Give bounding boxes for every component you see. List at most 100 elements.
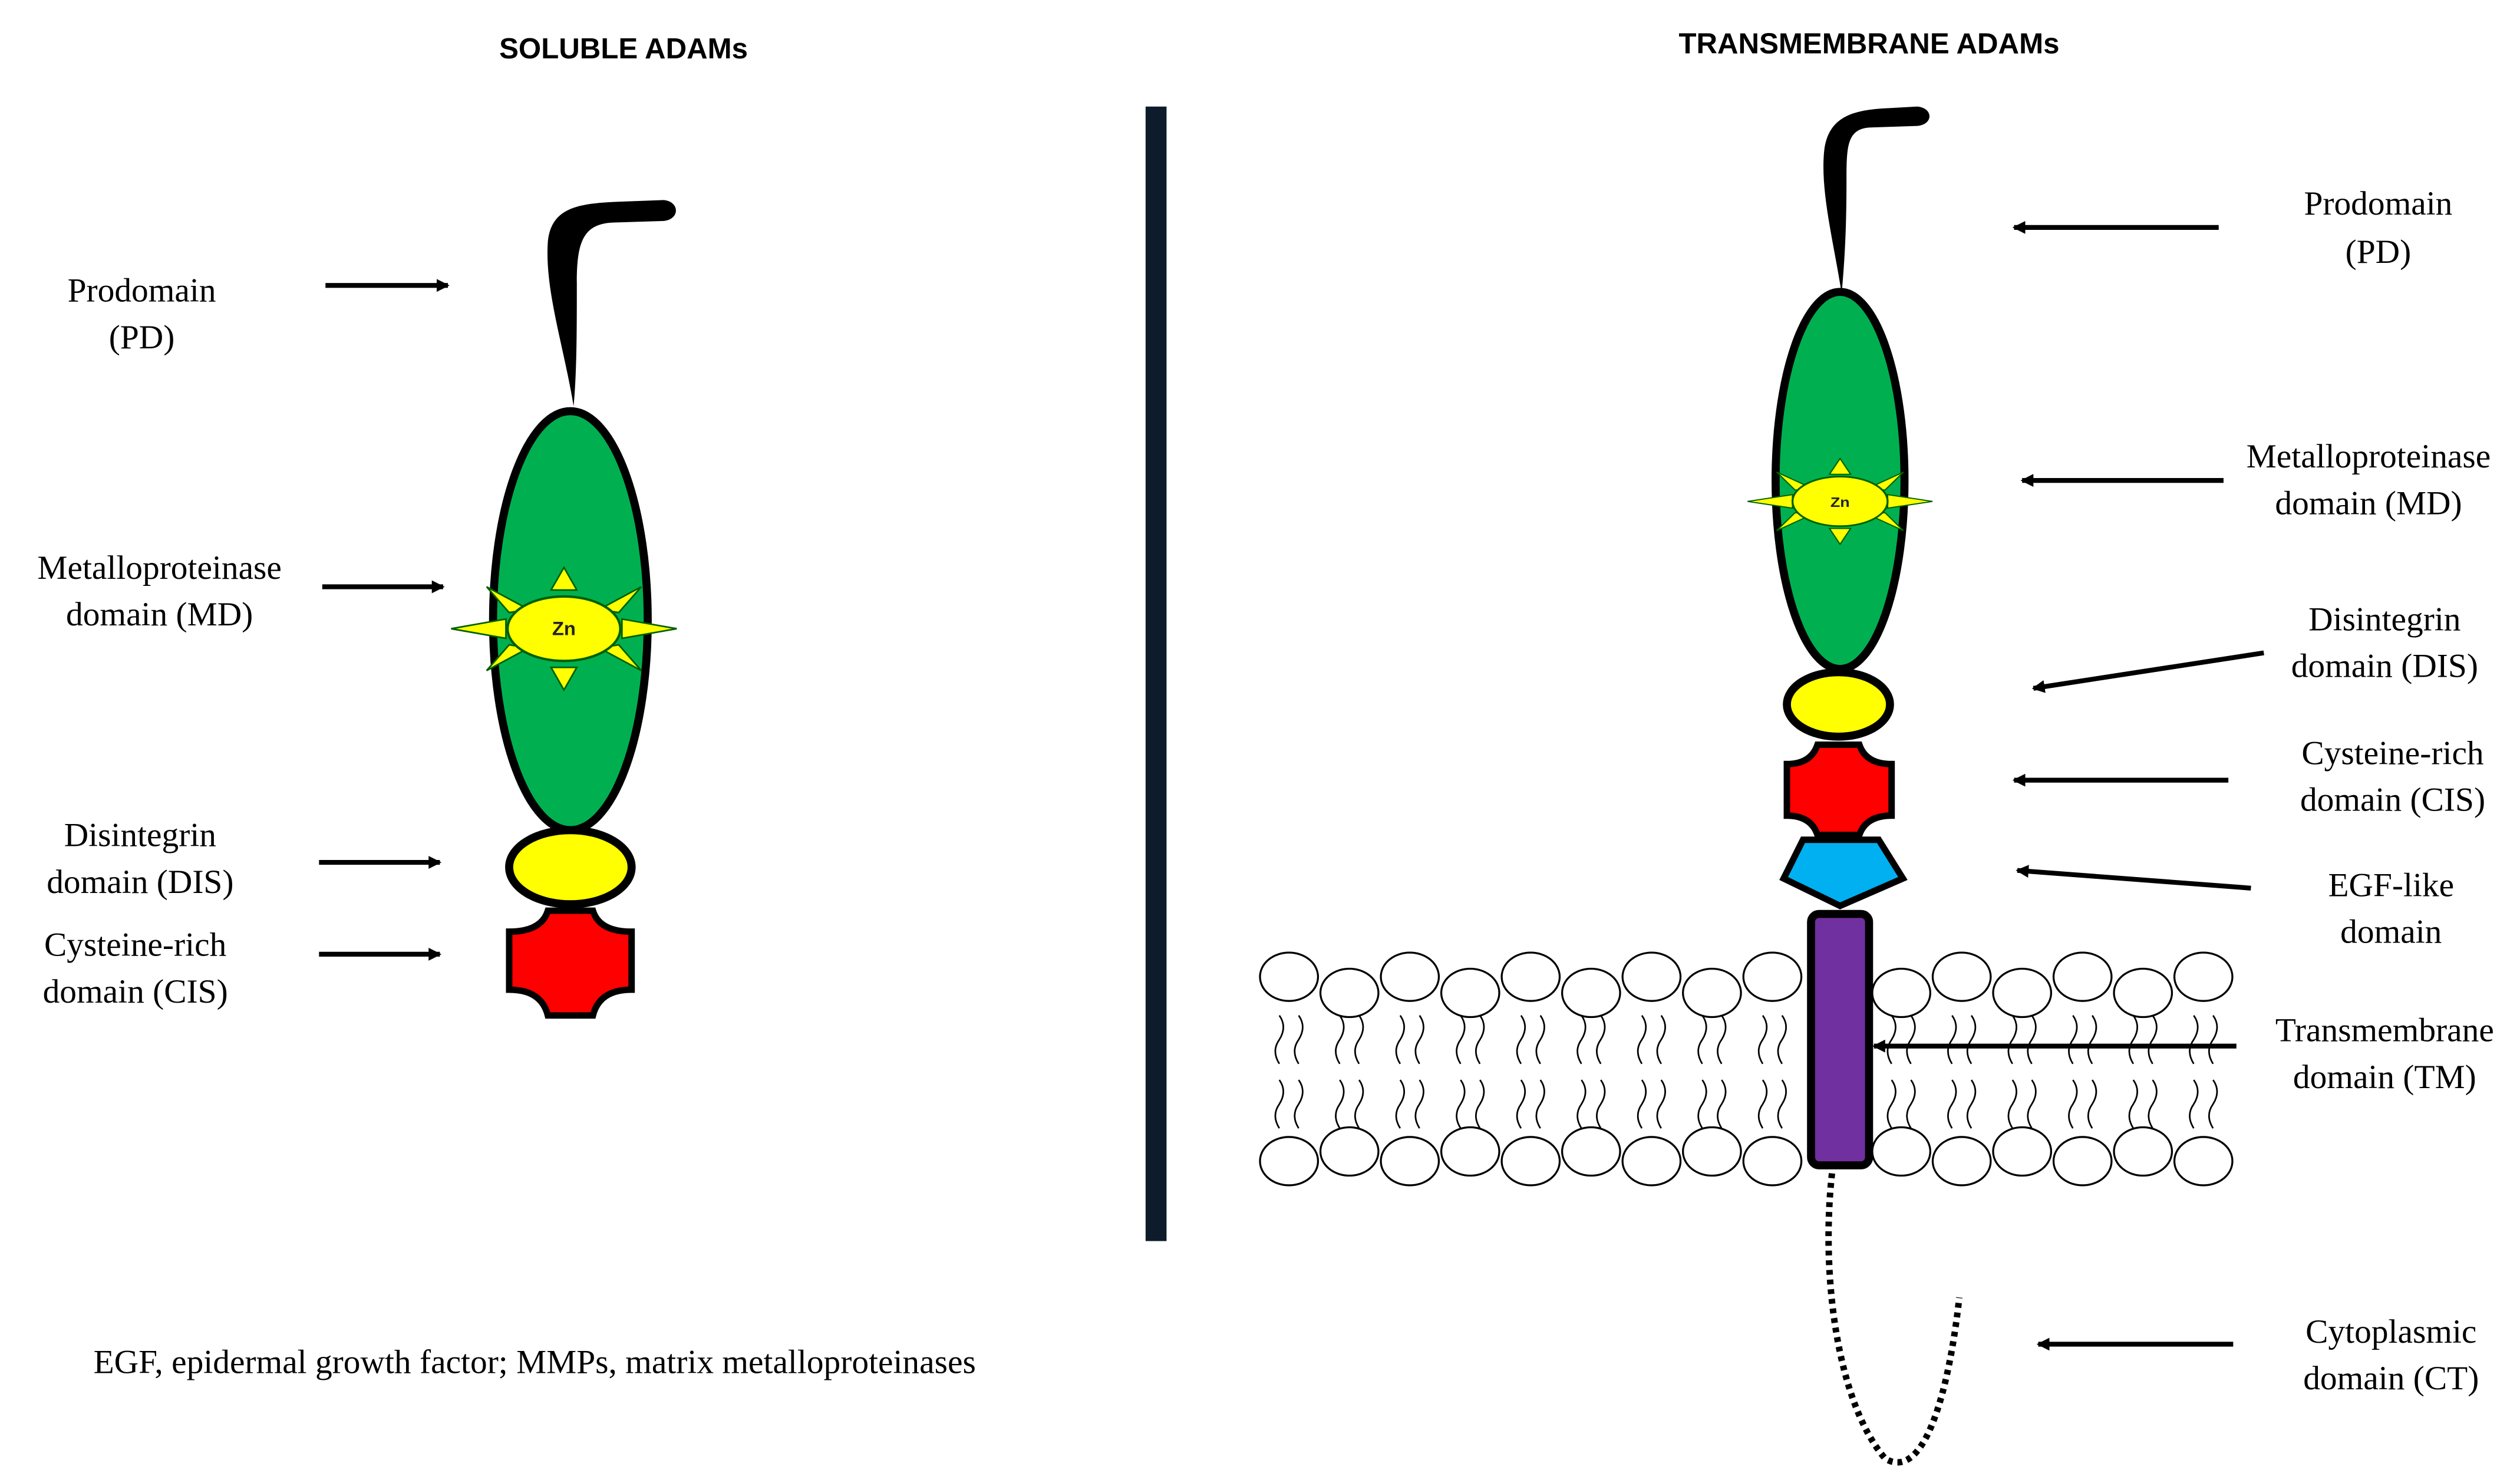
lipid-head-top <box>1561 967 1621 1019</box>
lipid-tail <box>2027 1014 2037 1065</box>
label-line: domain <box>2340 914 2442 951</box>
label-line: domain (MD) <box>66 596 253 633</box>
soluble-adam-molecule: Zn <box>450 200 678 1019</box>
lipid-head-bottom <box>1992 1126 2053 1177</box>
lipid-head-bottom <box>1380 1136 1440 1187</box>
lipid-tail <box>2189 1014 2199 1065</box>
transmembrane-adams-title: TRANSMEMBRANE ADAMs <box>1678 28 2059 60</box>
lipid-tail <box>1354 1014 1364 1065</box>
lipid-head-top <box>1259 951 1320 1002</box>
lipid-tail <box>2087 1014 2097 1065</box>
lipid-tail <box>2208 1079 2218 1129</box>
transmembrane-domain-shape <box>1807 909 1873 1169</box>
lipid-tail <box>1757 1079 1768 1129</box>
transmembrane-adam-molecule: Zn <box>1747 106 1962 1466</box>
lipid-tail <box>1656 1079 1666 1129</box>
lipid-tail <box>1947 1079 1957 1129</box>
lipid-head-bottom <box>1742 1136 1803 1187</box>
label-line: Prodomain <box>2304 185 2452 222</box>
soluble-adams-title: SOLUBLE ADAMs <box>499 32 748 65</box>
lipid-tail <box>1354 1079 1364 1129</box>
lipid-tail <box>1906 1079 1916 1129</box>
lipid-head-bottom <box>2173 1136 2234 1187</box>
lipid-head-top <box>1380 951 1440 1002</box>
right-label-prodomain: Prodomain (PD) <box>2012 185 2452 271</box>
arrow <box>2016 865 2251 891</box>
lipid-tail <box>1697 1014 1707 1065</box>
label-line: domain (MD) <box>2275 485 2462 522</box>
lipid-tail <box>1886 1014 1896 1065</box>
lipid-head-top <box>1440 967 1500 1019</box>
lipid-tail <box>2189 1079 2199 1129</box>
left-label-disintegrin: Disintegrin domain (DIS) <box>47 817 442 901</box>
label-line: (PD) <box>2346 233 2412 271</box>
zinc-icon: Zn <box>1747 457 1934 545</box>
lipid-head-bottom <box>1871 1126 1931 1177</box>
footnote: EGF, epidermal growth factor; MMPs, matr… <box>94 1344 976 1381</box>
lipid-tail <box>1294 1079 1304 1129</box>
lipid-head-top <box>2052 951 2113 1002</box>
lipid-tail <box>2148 1079 2158 1129</box>
lipid-tail <box>1777 1014 1787 1065</box>
lipid-head-bottom <box>1621 1136 1682 1187</box>
lipid-tail <box>1516 1079 1526 1129</box>
lipid-head-top <box>1742 951 1803 1002</box>
lipid-tail <box>2128 1079 2139 1129</box>
lipid-head-bottom <box>2113 1126 2173 1177</box>
right-label-cysteine-rich: Cysteine-rich domain (CIS) <box>2012 734 2485 819</box>
prodomain-shape <box>547 200 676 407</box>
lipid-tail <box>2128 1014 2139 1065</box>
lipid-head-bottom <box>1259 1136 1320 1187</box>
lipid-tail <box>1535 1014 1545 1065</box>
label-line: domain (DIS) <box>47 864 233 901</box>
label-line: Metalloproteinase <box>2247 438 2491 475</box>
label-line: domain (TM) <box>2293 1059 2476 1096</box>
lipid-tail <box>1335 1079 1345 1129</box>
lipid-head-top <box>1500 951 1561 1002</box>
lipid-head-top <box>1621 951 1682 1002</box>
lipid-tail <box>1456 1079 1466 1129</box>
left-label-metalloproteinase: Metalloproteinase domain (MD) <box>37 549 445 633</box>
label-line: domain (DIS) <box>2291 648 2478 685</box>
lipid-head-bottom <box>2052 1136 2113 1187</box>
egf-like-domain-shape <box>1779 836 1908 909</box>
lipid-tail <box>1947 1014 1957 1065</box>
label-line: Metalloproteinase <box>37 549 281 586</box>
lipid-tail <box>2148 1014 2158 1065</box>
lipid-head-top <box>1682 967 1742 1019</box>
lipid-tail <box>1274 1014 1285 1065</box>
label-line: Cysteine-rich <box>2301 734 2483 772</box>
lipid-tail <box>1886 1079 1896 1129</box>
lipid-tail <box>2068 1079 2078 1129</box>
lipid-tail <box>2007 1079 2017 1129</box>
lipid-tail <box>1475 1079 1485 1129</box>
lipid-head-bottom <box>1319 1126 1380 1177</box>
lipid-tail <box>1966 1079 1977 1129</box>
lipid-tail <box>1414 1079 1424 1129</box>
right-label-egf-like: EGF-like domain <box>2016 865 2454 951</box>
right-label-transmembrane: Transmembrane domain (TM) <box>1872 1012 2494 1096</box>
left-label-cysteine-rich: Cysteine-rich domain (CIS) <box>43 927 442 1010</box>
disintegrin-domain-shape <box>1783 668 1894 741</box>
lipid-tail <box>1294 1014 1304 1065</box>
lipid-tail <box>2068 1014 2078 1065</box>
lipid-tail <box>2007 1014 2017 1065</box>
lipid-tail <box>1656 1014 1666 1065</box>
lipid-head-top <box>1992 967 2053 1019</box>
label-line: (PD) <box>109 319 175 356</box>
lipid-tail <box>1516 1014 1526 1065</box>
lipid-tail <box>1475 1014 1485 1065</box>
lipid-tail <box>1697 1079 1707 1129</box>
label-line: Cysteine-rich <box>44 927 226 964</box>
right-label-metalloproteinase: Metalloproteinase domain (MD) <box>2020 438 2491 522</box>
cysteine-rich-domain-shape <box>1783 741 1895 839</box>
right-label-cytoplasmic: Cytoplasmic domain (CT) <box>2036 1313 2479 1397</box>
lipid-tail <box>2087 1079 2097 1129</box>
lipid-tail <box>1717 1079 1727 1129</box>
lipid-tail <box>1335 1014 1345 1065</box>
lipid-head-bottom <box>1561 1126 1621 1177</box>
label-line: domain (CIS) <box>43 973 228 1010</box>
lipid-tail <box>1576 1014 1586 1065</box>
lipid-tail <box>1535 1079 1545 1129</box>
